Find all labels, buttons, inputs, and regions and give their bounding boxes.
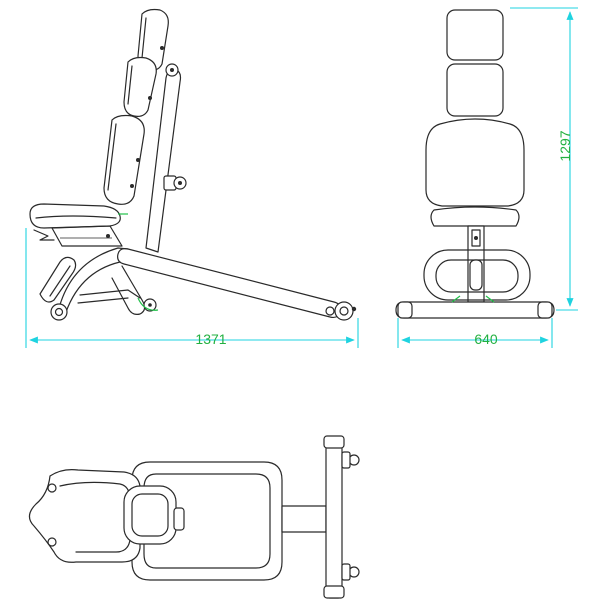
top-cross-bar xyxy=(325,437,343,599)
top-view xyxy=(28,435,360,599)
front-base-bar xyxy=(395,301,555,319)
dimension-height: 1297 xyxy=(510,7,578,311)
front-pad-top xyxy=(446,9,504,61)
front-seat xyxy=(430,206,520,227)
side-curved-frame xyxy=(57,247,129,313)
dimension-width-label: 640 xyxy=(474,331,498,347)
top-connector-tube xyxy=(281,505,327,533)
front-pad-main xyxy=(425,118,525,207)
top-seat xyxy=(28,469,141,563)
dimension-length-label: 1371 xyxy=(195,331,226,347)
side-adjust-knob xyxy=(163,175,187,191)
side-rear-wheel xyxy=(325,301,357,321)
side-seat-bracket xyxy=(51,225,123,247)
front-view xyxy=(395,9,555,319)
dimension-width: 640 xyxy=(397,318,553,348)
dimension-height-label: 1297 xyxy=(557,130,573,161)
side-front-roller xyxy=(50,303,68,321)
front-loop-frame xyxy=(423,249,531,301)
side-back-pad-middle xyxy=(123,56,157,117)
top-loop-frame xyxy=(131,461,283,581)
side-leg-roller xyxy=(39,256,77,303)
side-pivot-wheel xyxy=(137,297,159,312)
dimension-length: 1371 xyxy=(25,228,359,348)
side-view xyxy=(29,8,357,321)
front-pad-middle xyxy=(446,63,504,117)
